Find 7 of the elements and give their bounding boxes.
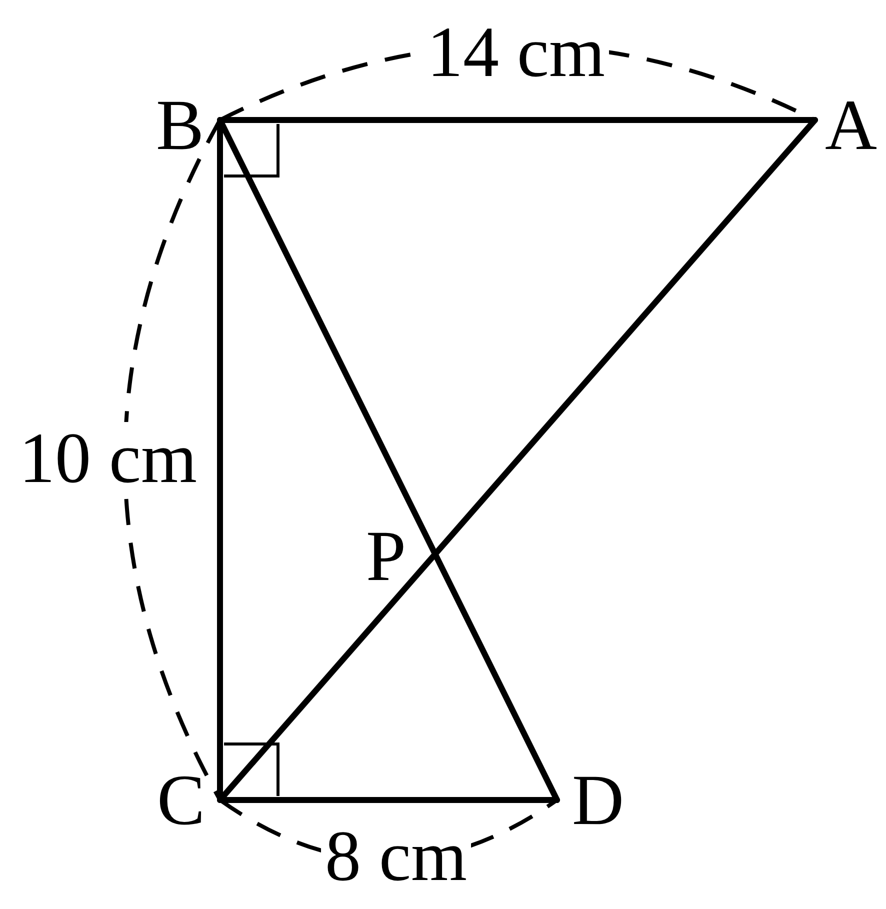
line-segment	[217, 117, 560, 803]
vertex-label: A	[825, 89, 877, 161]
vertex-label: B	[156, 89, 204, 161]
vertex-label: D	[572, 764, 624, 836]
line-segment	[217, 117, 818, 803]
point-label: P	[366, 520, 406, 592]
vertex-label: C	[156, 764, 206, 836]
